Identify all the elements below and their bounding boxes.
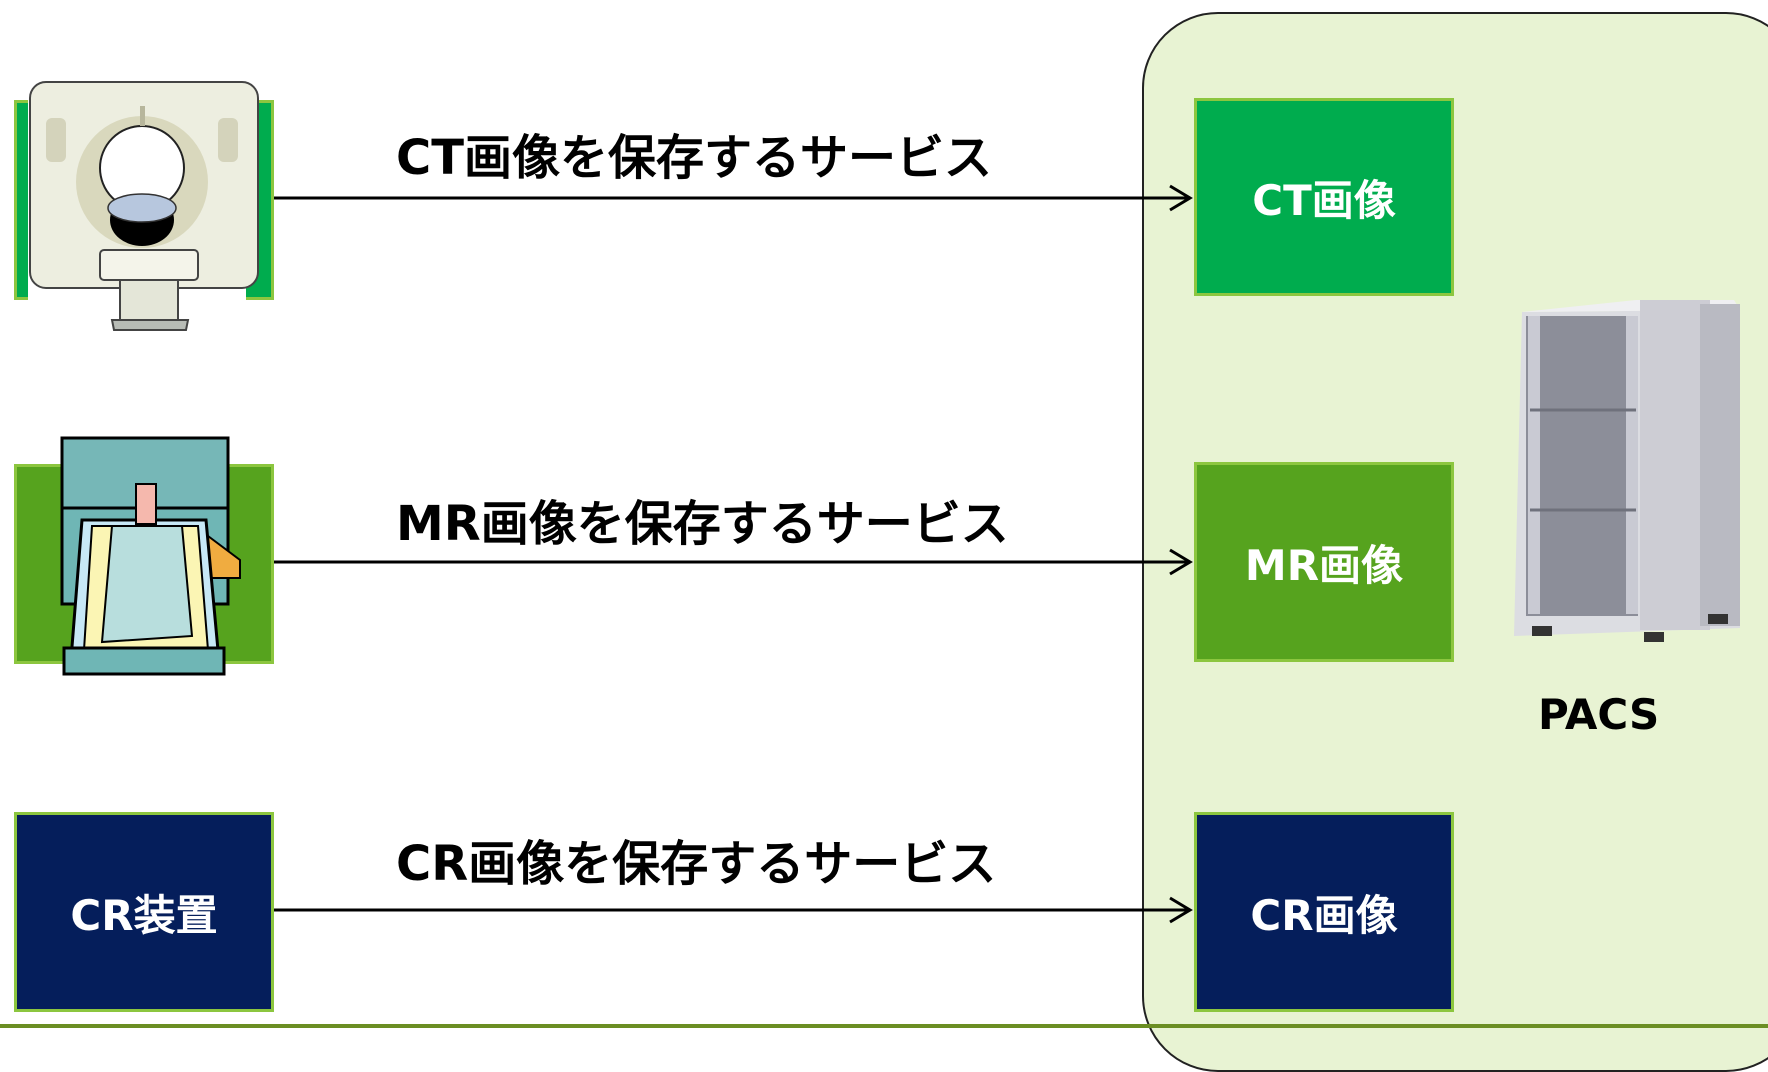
pacs-label: PACS [1538,690,1660,739]
cr-device-label: CR装置 [70,890,218,940]
cr-image-label: CR画像 [1250,890,1398,940]
mr-scanner-icon [60,436,241,676]
cr-arrow [274,896,1193,924]
diagram-graphics [28,64,1740,924]
ct-scanner-icon [28,64,259,331]
cr-device-box: CR装置 [14,812,274,1012]
mr-arrow [274,548,1193,576]
ct-image-label: CT画像 [1252,175,1396,225]
server-icon [1514,300,1740,642]
mr-image-box: MR画像 [1194,462,1454,662]
cr-service-label: CR画像を保存するサービス [396,836,997,892]
ct-arrow [274,184,1193,212]
ct-image-box: CT画像 [1194,98,1454,296]
bottom-rule [0,1024,1768,1028]
mr-image-label: MR画像 [1244,540,1404,590]
diagram-canvas: CR装置 CT画像 MR画像 CR画像 CT画像を保存するサービス MR画像を保… [0,12,1768,1072]
cr-image-box: CR画像 [1194,812,1454,1012]
mr-service-label: MR画像を保存するサービス [396,496,1009,552]
ct-service-label: CT画像を保存するサービス [396,130,992,186]
